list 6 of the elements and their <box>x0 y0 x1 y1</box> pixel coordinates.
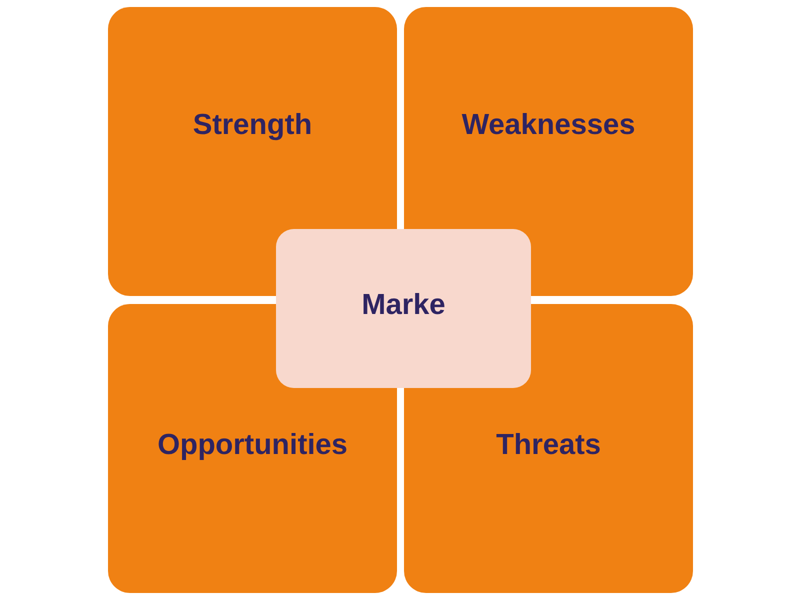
center-label: Marke <box>362 288 446 322</box>
quadrant-label: Weaknesses <box>462 108 636 142</box>
center-box <box>276 229 531 388</box>
quadrant-label: Opportunities <box>157 428 348 462</box>
quadrant-label: Strength <box>192 108 312 142</box>
quadrant-label: Threats <box>496 428 601 462</box>
